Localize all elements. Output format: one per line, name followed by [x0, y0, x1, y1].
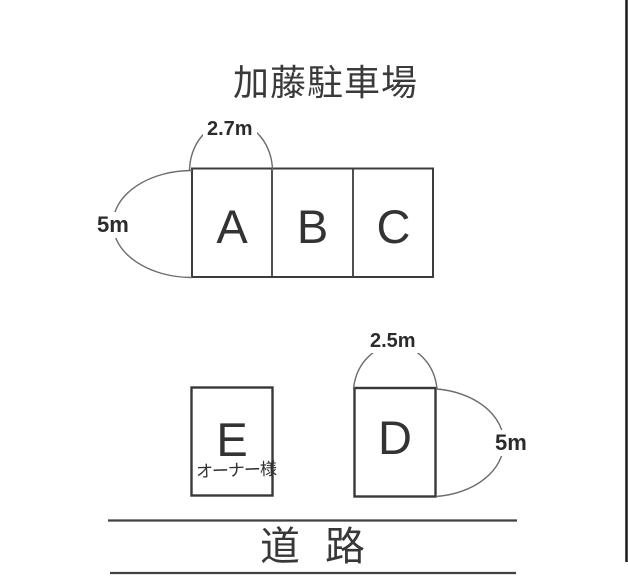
space-e-owner-note: オーナー様: [195, 459, 277, 482]
abc-depth-dimension: 5m: [93, 212, 133, 239]
space-c-label: C: [376, 200, 411, 253]
page-title: 加藤駐車場: [233, 62, 419, 103]
space-d-outline: [353, 386, 437, 498]
space-d-label: D: [378, 411, 412, 464]
abc-row-outline: [191, 167, 434, 278]
d-width-dimension: 2.5m: [366, 329, 420, 353]
abc-width-dimension: 2.7m: [203, 117, 257, 141]
space-e-label: E: [216, 413, 248, 466]
d-depth-dimension: 5m: [491, 430, 531, 457]
road-label: 道 路: [259, 525, 366, 569]
space-e-outline: [190, 386, 274, 497]
space-a-label: A: [216, 200, 248, 253]
space-b-label: B: [296, 200, 329, 253]
